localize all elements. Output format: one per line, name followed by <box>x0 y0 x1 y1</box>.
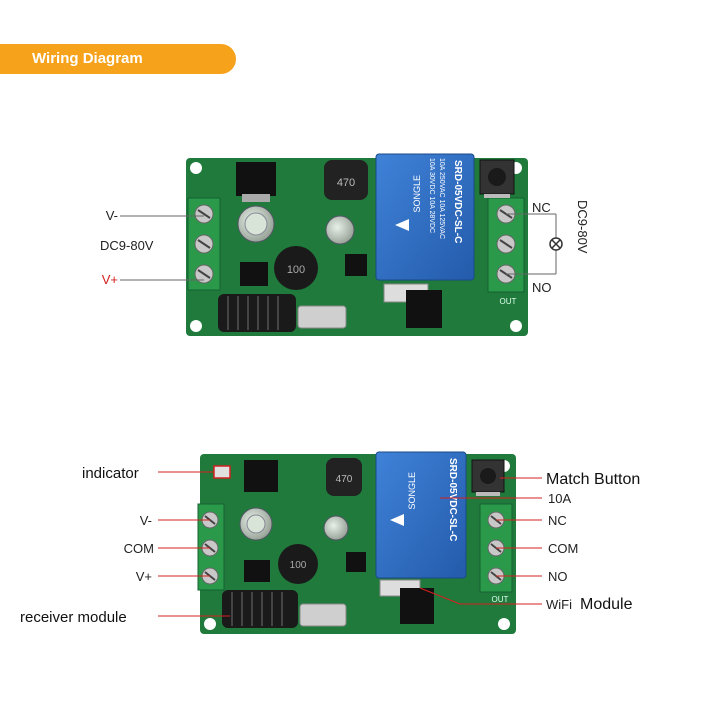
relay-brand: SONGLE <box>407 472 417 510</box>
label-voltage-in: DC9-80V <box>100 238 154 253</box>
label-nc: NC <box>532 200 551 215</box>
ic-chip <box>406 290 442 328</box>
out-marking: OUT <box>500 297 517 306</box>
inductor-marking: 100 <box>287 264 305 276</box>
label-v-minus: V- <box>106 208 118 223</box>
label-10a: 10A <box>548 491 571 506</box>
inductor-marking: 100 <box>290 560 307 571</box>
relay-brand: SONGLE <box>412 175 422 213</box>
out-marking: OUT <box>492 595 509 604</box>
small-chip <box>346 552 366 572</box>
label-nc: NC <box>548 513 567 528</box>
label-v-plus: V+ <box>102 272 118 287</box>
label-com-right: COM <box>548 541 578 556</box>
mount-hole <box>204 618 216 630</box>
relay-rating: 10A 30VDC 10A 28VDC <box>428 158 435 233</box>
terminal-block-left-2 <box>197 503 225 591</box>
callout-lines-left <box>158 471 230 617</box>
terminal-block-left-1 <box>187 197 221 291</box>
inductor-top-marking: 470 <box>336 474 353 485</box>
mosfet-tab <box>242 194 270 202</box>
label-voltage-load: DC9-80V <box>575 200 590 254</box>
label-indicator: indicator <box>82 465 139 482</box>
match-button-1 <box>479 159 515 198</box>
label-v-minus: V- <box>140 513 152 528</box>
label-v-plus: V+ <box>136 569 152 584</box>
relay-rating: 10A 250VAC 10A 125VAC <box>438 158 445 239</box>
diode <box>244 560 270 582</box>
mount-hole <box>190 162 202 174</box>
crystal-2 <box>299 603 347 627</box>
mount-hole <box>190 320 202 332</box>
board-2: SONGLE SRD-05VDC-SL-C 470 100 OUT <box>197 451 516 634</box>
diode <box>240 262 268 286</box>
inductor-top <box>326 458 362 496</box>
section-header: Wiring Diagram <box>0 44 236 74</box>
terminal-block-right-1 <box>487 197 525 293</box>
label-no: NO <box>532 280 552 295</box>
inductor-100 <box>274 246 318 290</box>
lamp-cross-icon <box>549 237 563 251</box>
capacitor-small <box>325 215 355 245</box>
indicator-led <box>213 465 231 479</box>
relay-model: SRD-05VDC-SL-C <box>447 458 458 541</box>
relay-1: SONGLE SRD-05VDC-SL-C 10A 250VAC 10A 125… <box>375 153 475 281</box>
mosfet <box>236 162 276 196</box>
label-com-left: COM <box>124 541 154 556</box>
callout-lines-right <box>419 477 542 605</box>
ic-chip <box>400 588 434 624</box>
small-chip <box>345 254 367 276</box>
inductor-100 <box>278 544 318 584</box>
relay-logo-icon <box>395 219 409 231</box>
capacitor-small <box>323 515 349 541</box>
label-no: NO <box>548 569 568 584</box>
section-header-title: Wiring Diagram <box>32 50 143 67</box>
match-button-2 <box>471 459 505 496</box>
relay-2: SONGLE SRD-05VDC-SL-C <box>375 451 467 579</box>
receiver-coil-2 <box>222 590 298 628</box>
inductor-top-marking: 470 <box>337 177 355 189</box>
board-1: SONGLE SRD-05VDC-SL-C 10A 250VAC 10A 125… <box>186 153 528 336</box>
mosfet <box>244 460 278 492</box>
label-module: Module <box>580 596 633 613</box>
mount-hole <box>510 320 522 332</box>
relay-logo-icon <box>390 514 404 526</box>
label-receiver-module: receiver module <box>20 609 127 626</box>
label-wifi: WiFi <box>546 597 572 612</box>
crystal-1 <box>297 305 347 329</box>
inductor-top <box>324 160 368 200</box>
label-match-button: Match Button <box>546 471 640 488</box>
relay-model: SRD-05VDC-SL-C <box>452 160 463 243</box>
mount-hole <box>498 618 510 630</box>
